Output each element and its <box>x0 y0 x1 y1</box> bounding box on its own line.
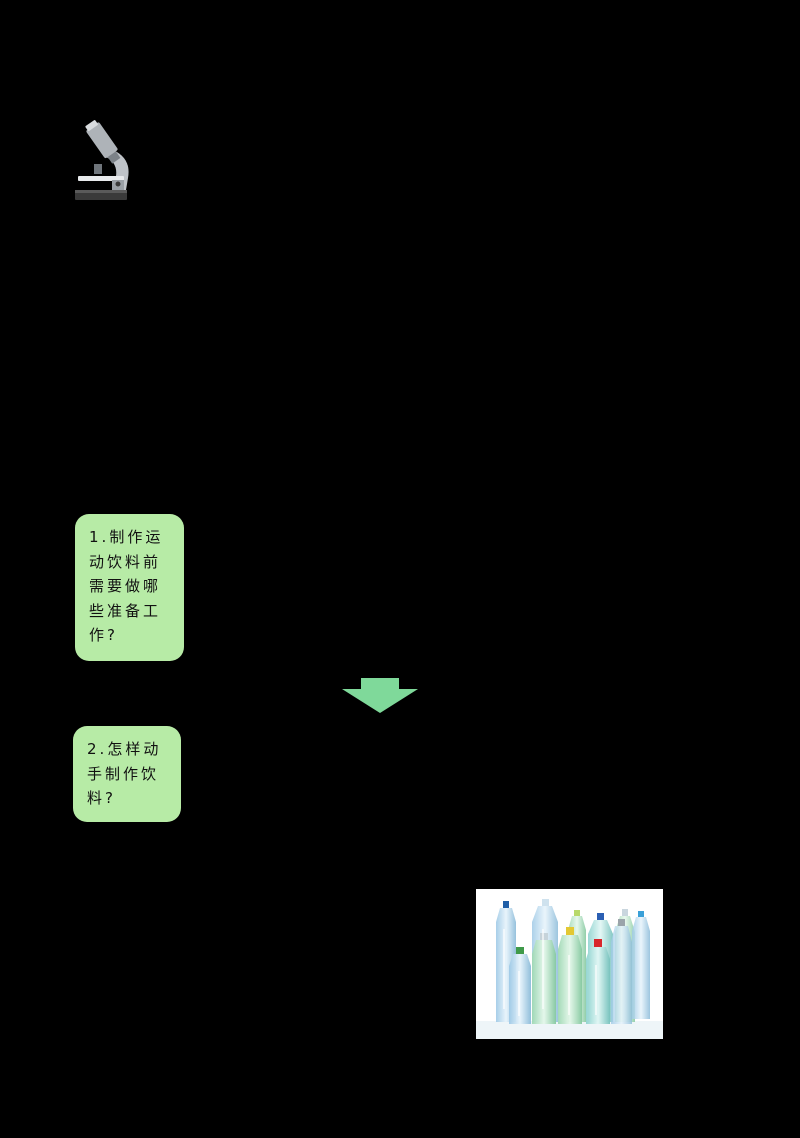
microscope-icon <box>70 118 134 204</box>
step-number: 1. <box>89 528 110 546</box>
step-card-2: 2.怎样动手制作饮料? <box>73 726 181 822</box>
step-text: 制作运动饮料前需要做哪些准备工作? <box>89 528 164 644</box>
step-card-1: 1.制作运动饮料前需要做哪些准备工作? <box>75 514 184 661</box>
water-bottles-photo <box>476 889 663 1039</box>
step-number: 2. <box>87 740 108 758</box>
step-text: 怎样动手制作饮料? <box>87 740 162 807</box>
arrow-down-icon <box>341 678 419 714</box>
